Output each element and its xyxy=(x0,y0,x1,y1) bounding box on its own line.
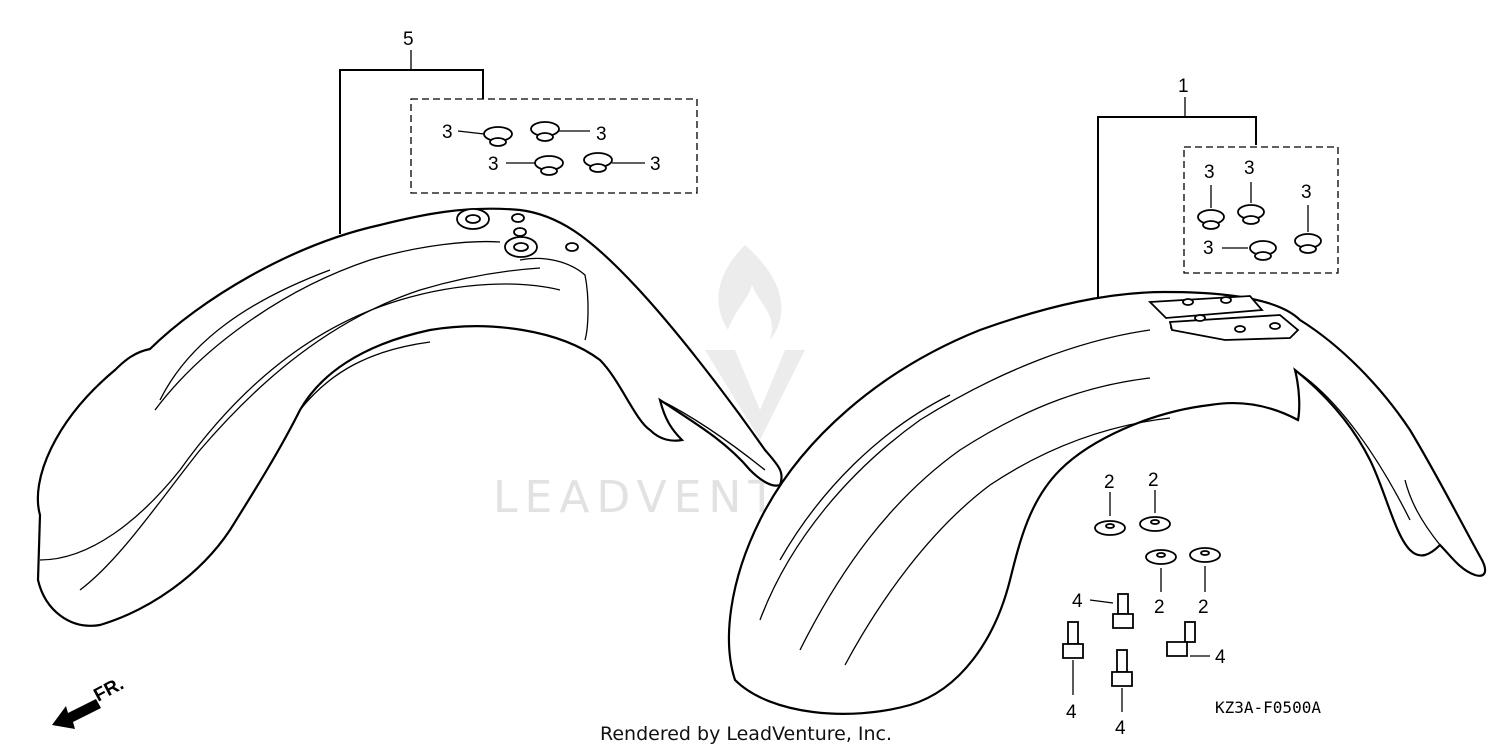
callout-washer[interactable]: 2 xyxy=(1198,597,1209,618)
credit-text: Rendered by LeadVenture, Inc. xyxy=(600,723,892,745)
grommet-group-right xyxy=(1183,146,1339,274)
callout-washer[interactable]: 2 xyxy=(1154,597,1165,618)
callout-grommet[interactable]: 3 xyxy=(488,154,499,175)
watermark-flame-icon xyxy=(718,245,782,340)
callout-fender-right-kit[interactable]: 1 xyxy=(1178,76,1189,97)
callout-grommet[interactable]: 3 xyxy=(1204,162,1215,183)
bolt-3[interactable] xyxy=(1062,621,1084,659)
grommet-left-2[interactable] xyxy=(530,121,560,142)
washer-2[interactable] xyxy=(1139,516,1171,532)
washer-4[interactable] xyxy=(1189,547,1221,563)
callout-bolt[interactable]: 4 xyxy=(1072,591,1083,612)
callout-bolt[interactable]: 4 xyxy=(1215,647,1226,668)
callout-bolt[interactable]: 4 xyxy=(1115,718,1126,739)
grommet-group-left xyxy=(410,98,698,194)
fender-left[interactable] xyxy=(36,207,783,627)
bolt-2[interactable] xyxy=(1166,621,1196,657)
diagram-code: KZ3A-F0500A xyxy=(1215,698,1321,717)
grommet-right-2[interactable] xyxy=(1237,204,1265,225)
callout-bolt[interactable]: 4 xyxy=(1066,702,1077,723)
callout-grommet[interactable]: 3 xyxy=(1203,238,1214,259)
washer-1[interactable] xyxy=(1094,520,1126,536)
grommet-right-1[interactable] xyxy=(1197,209,1225,230)
callout-grommet[interactable]: 3 xyxy=(442,122,453,143)
arrow-left-icon xyxy=(52,699,101,729)
fender-right-bracket xyxy=(1097,116,1257,297)
fender-right[interactable] xyxy=(727,290,1487,715)
grommet-left-3[interactable] xyxy=(534,155,564,176)
callout-grommet[interactable]: 3 xyxy=(1301,182,1312,203)
watermark-v-icon xyxy=(705,350,805,440)
callout-grommet[interactable]: 3 xyxy=(650,154,661,175)
bolt-1[interactable] xyxy=(1112,593,1134,629)
callout-washer[interactable]: 2 xyxy=(1148,470,1159,491)
bolt-4[interactable] xyxy=(1111,649,1133,687)
front-direction-arrow: FR. xyxy=(52,674,127,729)
grommet-right-3[interactable] xyxy=(1294,233,1322,254)
callout-grommet[interactable]: 3 xyxy=(1244,158,1255,179)
grommet-left-4[interactable] xyxy=(583,152,613,173)
washer-3[interactable] xyxy=(1145,549,1177,565)
grommet-left-1[interactable] xyxy=(483,126,513,147)
callout-grommet[interactable]: 3 xyxy=(596,124,607,145)
grommet-right-4[interactable] xyxy=(1249,240,1277,261)
callout-washer[interactable]: 2 xyxy=(1104,472,1115,493)
callout-fender-left-kit[interactable]: 5 xyxy=(403,29,414,50)
